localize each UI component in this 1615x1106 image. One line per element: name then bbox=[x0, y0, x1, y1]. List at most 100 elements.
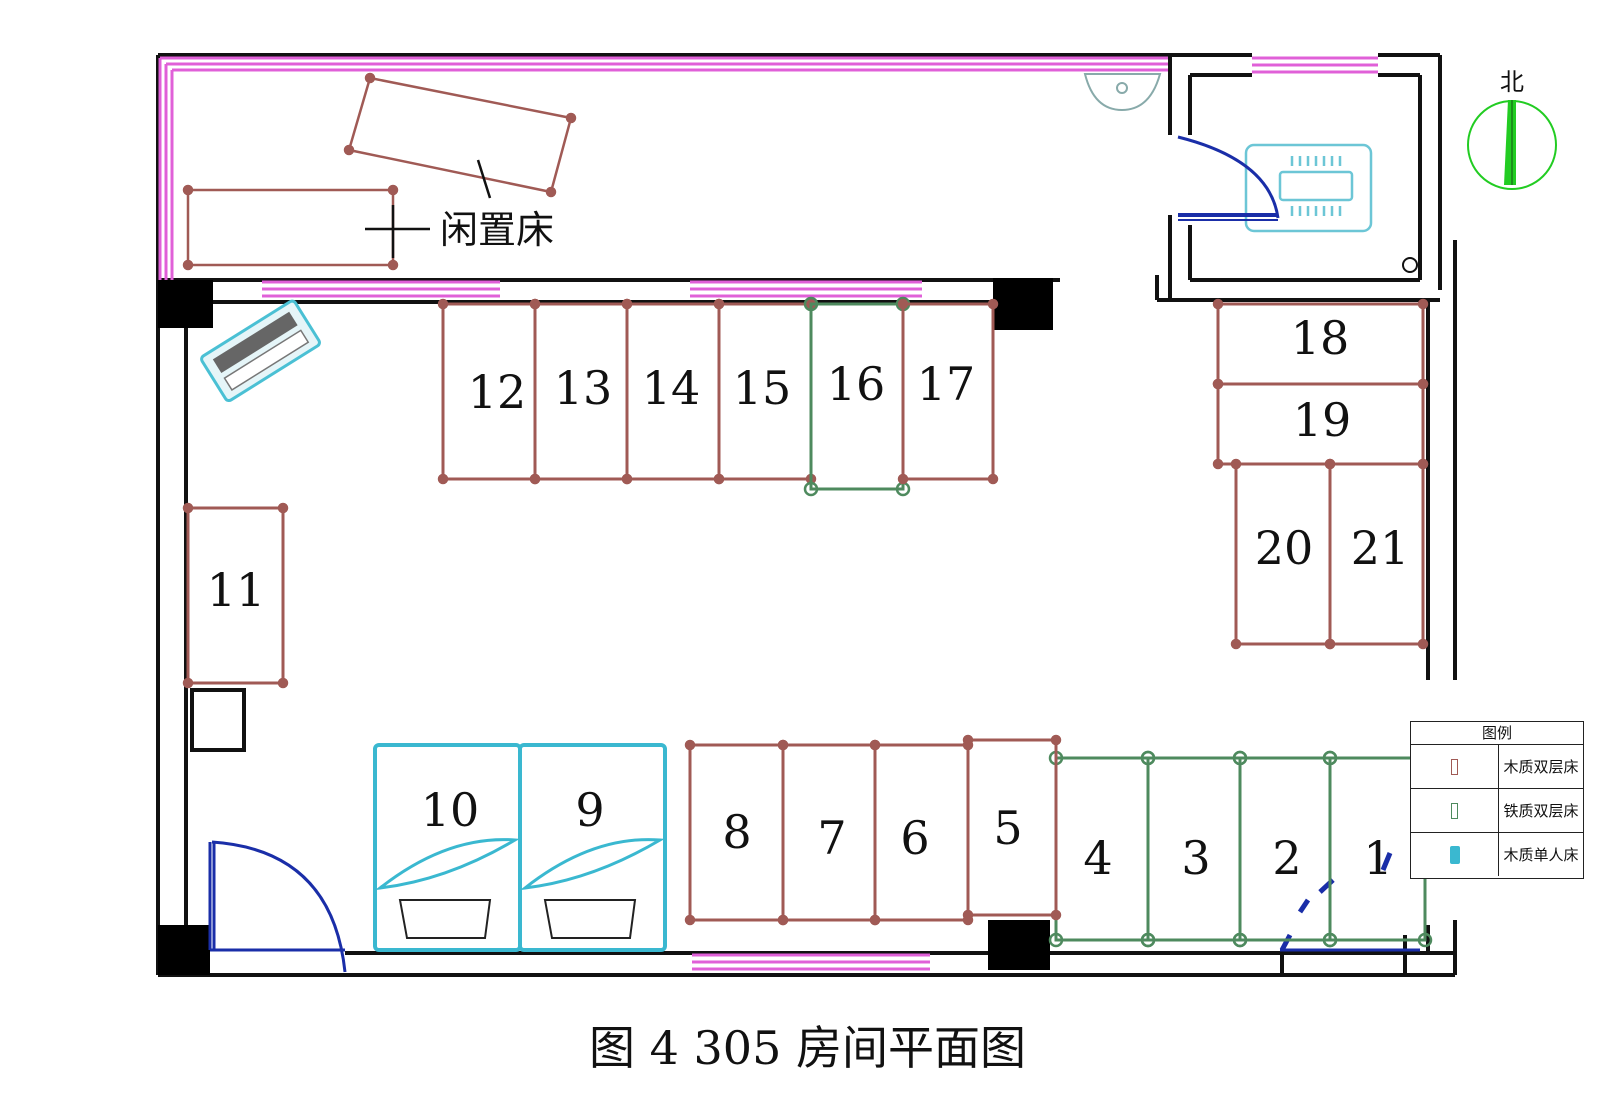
legend-label: 铁质双层床 bbox=[1503, 802, 1579, 820]
bed-post bbox=[777, 739, 789, 751]
windows bbox=[158, 56, 1378, 971]
bed-post bbox=[1140, 932, 1156, 948]
bed-21-label: 21 bbox=[1351, 521, 1410, 575]
bed-1-label: 1 bbox=[1363, 831, 1392, 885]
bed-19-label: 19 bbox=[1293, 393, 1352, 447]
bed-5-label: 5 bbox=[993, 801, 1022, 855]
bed-post bbox=[437, 473, 449, 485]
bed-9-label: 9 bbox=[575, 783, 604, 837]
bed-post bbox=[182, 502, 194, 514]
legend-row-iron-bunk: 铁质双层床 bbox=[1411, 789, 1583, 833]
blanket bbox=[519, 838, 665, 891]
idle-bed-leader bbox=[365, 159, 492, 258]
blanket bbox=[374, 838, 520, 891]
bed-post bbox=[1140, 750, 1156, 766]
bathroom-door[interactable] bbox=[1177, 135, 1280, 221]
bed-post bbox=[1230, 638, 1242, 650]
wood-single-icon bbox=[1449, 845, 1460, 864]
bed-post bbox=[713, 473, 725, 485]
compass-north-label: 北 bbox=[1500, 68, 1524, 96]
bed-post bbox=[869, 914, 881, 926]
drain-icon bbox=[1402, 257, 1418, 273]
bed-post bbox=[1322, 750, 1338, 766]
bed-post bbox=[529, 298, 541, 310]
wood-bunk-icon bbox=[1451, 758, 1458, 775]
bed-post bbox=[1417, 932, 1433, 948]
compass: 北 bbox=[1467, 68, 1557, 190]
bed-10-label: 10 bbox=[421, 783, 480, 837]
iron-bunk-icon bbox=[1451, 802, 1458, 819]
bed-post bbox=[1417, 458, 1429, 470]
bed-9-frame bbox=[518, 743, 667, 952]
pillow bbox=[543, 899, 637, 939]
legend-title: 图例 bbox=[1411, 722, 1583, 745]
entry-door[interactable] bbox=[208, 840, 347, 973]
bed-3-label: 3 bbox=[1181, 831, 1210, 885]
bed-post bbox=[621, 298, 633, 310]
bed-post bbox=[777, 914, 789, 926]
bed-11-frame bbox=[186, 506, 285, 685]
bed-post bbox=[529, 473, 541, 485]
bed-frames bbox=[182, 296, 1433, 952]
bed-post bbox=[182, 677, 194, 689]
bed-17-frame bbox=[901, 302, 995, 481]
bed-post bbox=[962, 914, 974, 926]
bed-post bbox=[897, 298, 909, 310]
bed-10-frame bbox=[373, 743, 522, 952]
bed-post bbox=[1048, 932, 1064, 948]
legend-row-wood-single: 木质单人床 bbox=[1411, 833, 1583, 876]
bed-post bbox=[1324, 458, 1336, 470]
bed-post bbox=[1417, 298, 1429, 310]
idle-beds bbox=[182, 72, 577, 271]
bed-post bbox=[962, 739, 974, 751]
bed-post bbox=[803, 296, 819, 312]
bed-post bbox=[987, 298, 999, 310]
bed-20-label: 20 bbox=[1255, 521, 1314, 575]
bed-post bbox=[897, 473, 909, 485]
bed-14-label: 14 bbox=[642, 361, 701, 415]
bathroom-fixture bbox=[1244, 143, 1373, 233]
bed-post bbox=[1230, 458, 1242, 470]
bed-post bbox=[277, 677, 289, 689]
legend-label: 木质单人床 bbox=[1503, 846, 1579, 864]
bed-post bbox=[869, 739, 881, 751]
ac-unit bbox=[200, 299, 321, 403]
bed-post bbox=[1050, 734, 1062, 746]
bed-post bbox=[437, 298, 449, 310]
legend-row-wood-bunk: 木质双层床 bbox=[1411, 745, 1583, 789]
bed-post bbox=[684, 739, 696, 751]
bed-post bbox=[1232, 932, 1248, 948]
bed-2-label: 2 bbox=[1272, 831, 1301, 885]
bed-21-frame bbox=[1328, 462, 1425, 646]
bed-post bbox=[684, 914, 696, 926]
bed-post bbox=[1232, 750, 1248, 766]
bed-post bbox=[621, 473, 633, 485]
bed-post bbox=[1050, 909, 1062, 921]
bed-post bbox=[1212, 378, 1224, 390]
bed-12-label: 12 bbox=[468, 365, 527, 419]
cabinet bbox=[190, 688, 246, 752]
bed-15-label: 15 bbox=[733, 361, 792, 415]
bed-post bbox=[1322, 932, 1338, 948]
bed-6-label: 6 bbox=[900, 811, 929, 865]
bed-17-label: 17 bbox=[917, 357, 976, 411]
bed-11-label: 11 bbox=[207, 563, 266, 617]
bed-post bbox=[1212, 298, 1224, 310]
bed-post bbox=[713, 298, 725, 310]
walls bbox=[156, 53, 1457, 977]
columns bbox=[158, 278, 1053, 975]
idle-bed-label: 闲置床 bbox=[440, 208, 554, 252]
bed-post bbox=[1417, 638, 1429, 650]
bed-post bbox=[1417, 378, 1429, 390]
bed-post bbox=[803, 481, 819, 497]
figure-caption: 图 4 305 房间平面图 bbox=[589, 1021, 1026, 1075]
legend: 图例 木质双层床 铁质双层床 木质单人床 bbox=[1410, 721, 1584, 879]
bed-16-label: 16 bbox=[827, 357, 886, 411]
bed-13-label: 13 bbox=[554, 361, 613, 415]
bed-post bbox=[277, 502, 289, 514]
bed-4-label: 4 bbox=[1083, 831, 1112, 885]
bed-post bbox=[1212, 458, 1224, 470]
legend-label: 木质双层床 bbox=[1503, 758, 1579, 776]
